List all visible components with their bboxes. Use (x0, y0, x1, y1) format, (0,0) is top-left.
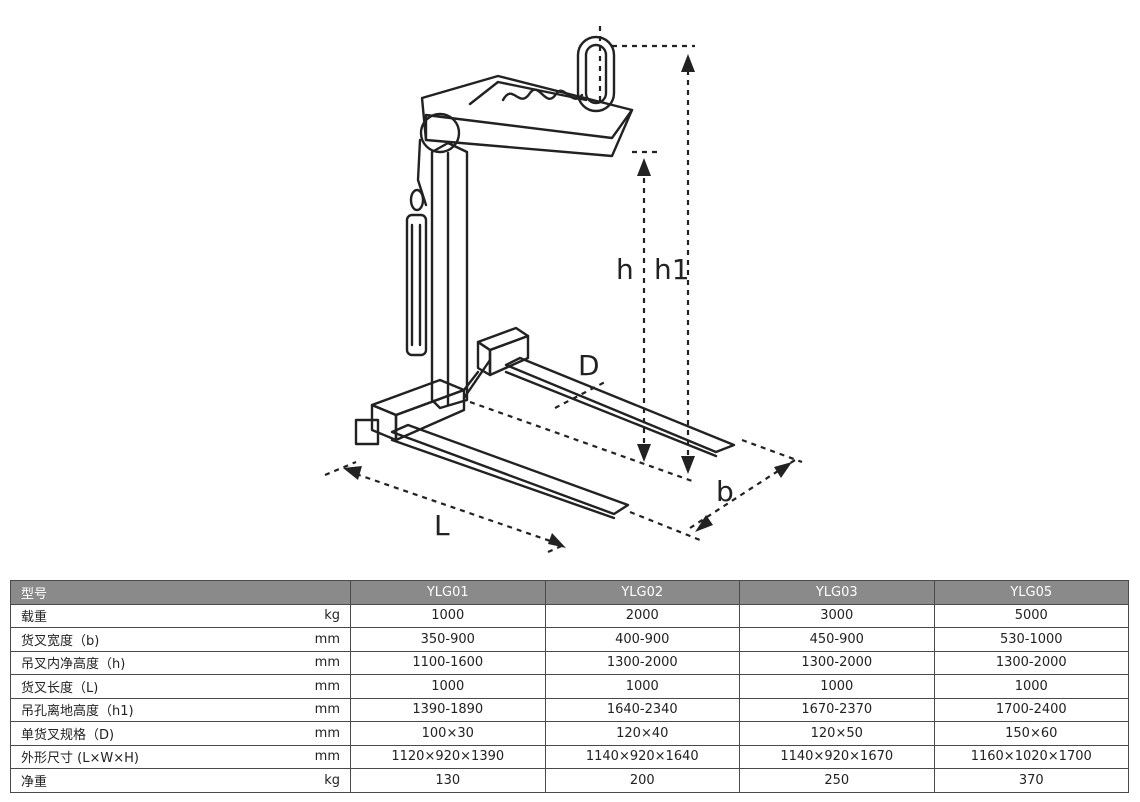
dimension-lines (324, 26, 803, 554)
dimension-label-d: D (578, 349, 600, 382)
parameter-wrap: 吊孔离地高度（h1) mm (21, 700, 340, 719)
crane-fork-diagram: h h1 D b L (324, 26, 803, 554)
value-cell: 1000 (739, 674, 935, 699)
value-cell: 3000 (739, 603, 935, 628)
parameter-name: 单货叉规格（D) (21, 727, 115, 743)
value-cell: 100×30 (350, 721, 546, 746)
header-param-cell: 型号 (10, 580, 351, 605)
value-cell: 1700-2400 (933, 697, 1129, 722)
header-row: 型号 YLG01 YLG02 YLG03 YLG05 (10, 580, 1129, 605)
value-cell: 250 (739, 768, 935, 793)
value-cell: 350-900 (350, 627, 546, 652)
parameter-unit: kg (324, 608, 340, 624)
value-cell: 1300-2000 (933, 650, 1129, 675)
parameter-name: 吊孔离地高度（h1) (21, 704, 134, 720)
header-model-cell: YLG02 (544, 580, 740, 605)
row-parameter-cell: 单货叉规格（D) mm (10, 721, 351, 746)
value-cell: 1000 (933, 674, 1129, 699)
value-cell: 400-900 (544, 627, 740, 652)
row-parameter-cell: 外形尺寸 (L×W×H) mm (10, 744, 351, 769)
parameter-unit: kg (324, 772, 340, 788)
value-cell: 150×60 (933, 721, 1129, 746)
parameter-wrap: 货叉宽度（b) mm (21, 630, 340, 649)
header-model-cell: YLG05 (933, 580, 1129, 605)
value-cell: 370 (933, 768, 1129, 793)
value-cell: 1300-2000 (739, 650, 935, 675)
value-cell: 530-1000 (933, 627, 1129, 652)
header-model-cell: YLG03 (739, 580, 935, 605)
dimension-label-l: L (434, 509, 450, 542)
dimension-label-h: h (616, 253, 634, 286)
right-fork (504, 356, 736, 458)
value-cell: 1000 (350, 674, 546, 699)
value-cell: 1390-1890 (350, 697, 546, 722)
top-beam (420, 74, 634, 158)
pivot-wheel (419, 112, 461, 154)
parameter-unit: mm (314, 678, 340, 694)
dimension-label-h1: h1 (654, 253, 690, 286)
parameter-name: 货叉宽度（b) (21, 633, 100, 649)
row-parameter-cell: 净重 kg (10, 768, 351, 793)
value-cell: 1000 (544, 674, 740, 699)
parameter-unit: mm (314, 655, 340, 671)
parameter-unit: mm (314, 631, 340, 647)
fork-base (354, 326, 530, 446)
adjusting-rod (405, 138, 428, 357)
value-cell: 1300-2000 (544, 650, 740, 675)
spec-table-header: 型号 YLG01 YLG02 YLG03 YLG05 (10, 580, 1129, 605)
value-cell: 1120×920×1390 (350, 744, 546, 769)
row-parameter-cell: 吊孔离地高度（h1) mm (10, 697, 351, 722)
parameter-name: 净重 (21, 774, 48, 790)
mast (430, 141, 469, 410)
parameter-name: 货叉长度（L) (21, 680, 99, 696)
row-parameter-cell: 载重 kg (10, 603, 351, 628)
value-cell: 120×50 (739, 721, 935, 746)
value-cell: 1640-2340 (544, 697, 740, 722)
parameter-name: 吊叉内净高度（h) (21, 657, 126, 673)
parameter-wrap: 单货叉规格（D) mm (21, 724, 340, 743)
row-parameter-cell: 货叉宽度（b) mm (10, 627, 351, 652)
parameter-unit: mm (314, 725, 340, 741)
parameter-name: 外形尺寸 (L×W×H) (21, 751, 139, 767)
header-model-cell: YLG01 (350, 580, 546, 605)
parameter-name: 载重 (21, 610, 48, 626)
row-parameter-cell: 吊叉内净高度（h) mm (10, 650, 351, 675)
parameter-wrap: 吊叉内净高度（h) mm (21, 653, 340, 672)
parameter-unit: mm (314, 749, 340, 765)
value-cell: 1000 (350, 603, 546, 628)
parameter-wrap: 载重 kg (21, 606, 340, 625)
dimension-arrows (343, 54, 792, 548)
parameter-wrap: 净重 kg (21, 771, 340, 790)
dimension-label-b: b (716, 475, 734, 508)
value-cell: 1670-2370 (739, 697, 935, 722)
value-cell: 1140×920×1640 (544, 744, 740, 769)
lifting-eye-icon (576, 35, 616, 113)
parameter-wrap: 外形尺寸 (L×W×H) mm (21, 747, 340, 766)
value-cell: 120×40 (544, 721, 740, 746)
value-cell: 130 (350, 768, 546, 793)
value-cell: 1160×1020×1700 (933, 744, 1129, 769)
parameter-wrap: 货叉长度（L) mm (21, 677, 340, 696)
crane-fork-drawing (324, 26, 803, 554)
value-cell: 2000 (544, 603, 740, 628)
value-cell: 1100-1600 (350, 650, 546, 675)
value-cell: 1140×920×1670 (739, 744, 935, 769)
parameter-unit: mm (314, 702, 340, 718)
value-cell: 5000 (933, 603, 1129, 628)
value-cell: 450-900 (739, 627, 935, 652)
value-cell: 200 (544, 768, 740, 793)
row-parameter-cell: 货叉长度（L) mm (10, 674, 351, 699)
left-fork (390, 423, 630, 520)
